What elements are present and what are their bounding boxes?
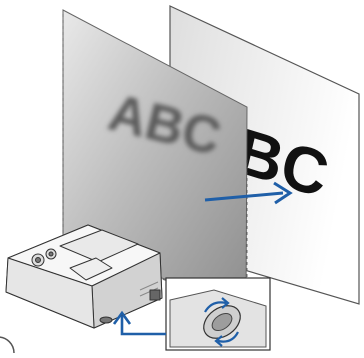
focus-ring-inset xyxy=(165,277,271,351)
screen-distance-arrow xyxy=(204,181,293,205)
rotate-arrows-icon xyxy=(204,297,239,347)
projector-icon xyxy=(5,224,163,329)
callout-arrow xyxy=(112,310,166,336)
step-marker-icon xyxy=(0,336,15,358)
blurred-screen: ABC xyxy=(62,9,248,303)
